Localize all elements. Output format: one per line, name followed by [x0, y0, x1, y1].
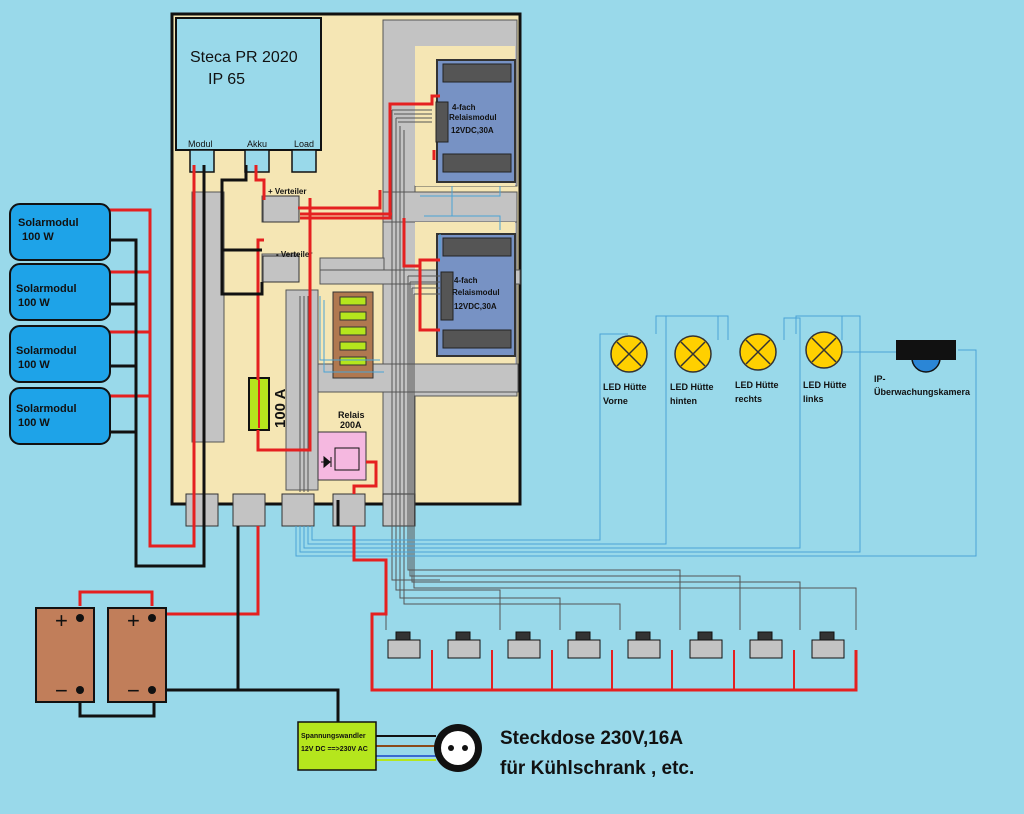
switch-1 [387, 631, 421, 659]
camera-icon [896, 340, 956, 373]
switch-4 [567, 631, 601, 659]
solar-module-2 [9, 263, 111, 321]
lamp-3-line2: rechts [735, 394, 762, 404]
lamp-3-line1: LED Hütte [735, 380, 779, 390]
battery-2-plus: + [127, 608, 140, 633]
solar-module-4-line2: 100 W [18, 417, 50, 429]
switch-3 [507, 631, 541, 659]
solar-module-3-line2: 100 W [18, 359, 50, 371]
wires-red-switch-feeds [431, 650, 795, 690]
solar-module-2-line1: Solarmodul [16, 283, 77, 295]
port-modul-label: Modul [188, 139, 213, 149]
switch-7 [749, 631, 783, 659]
battery-2 [107, 607, 167, 703]
controller-title: Steca PR 2020 [190, 49, 298, 66]
relay-module-2-line2: Relaismodul [452, 288, 500, 297]
wires-thin-gray [299, 109, 857, 630]
minus-distributor [262, 255, 300, 283]
minus-distributor-label: - Verteiler [276, 250, 312, 259]
relay200-coil [334, 447, 360, 471]
relay-module-1-line2: Relaismodul [449, 113, 497, 122]
solar-module-4-line1: Solarmodul [16, 403, 77, 415]
socket-icon [434, 724, 482, 772]
relay-module-1-line3: 12VDC,30A [451, 126, 494, 135]
socket-line1: Steckdose 230V,16A [500, 728, 683, 749]
port-akku-label: Akku [247, 139, 267, 149]
solar-module-1 [9, 203, 111, 261]
battery-1 [35, 607, 95, 703]
plus-distributor [262, 195, 300, 223]
ac-cable [376, 735, 436, 761]
lamp-icon-4 [805, 331, 843, 369]
solar-module-1-line2: 100 W [22, 231, 54, 243]
relay-module-1-line1: 4-fach [452, 103, 476, 112]
switches [387, 631, 845, 659]
lamp-1-line1: LED Hütte [603, 382, 647, 392]
battery-2-minus: − [127, 678, 140, 703]
solar-module-3 [9, 325, 111, 383]
inverter [297, 721, 377, 771]
fuse-block [332, 291, 374, 379]
relay200 [317, 431, 367, 481]
relay200-line1: Relais [338, 410, 365, 420]
relay-module-2-line1: 4-fach [454, 276, 478, 285]
solar-module-4 [9, 387, 111, 445]
solar-module-1-line1: Solarmodul [18, 217, 79, 229]
switch-6 [689, 631, 723, 659]
lamp-4-line2: links [803, 394, 824, 404]
relay-module-1 [435, 59, 516, 183]
wires-red [78, 94, 858, 692]
lamp-icon-1 [610, 335, 648, 373]
inverter-line1: Spannungswandler [301, 733, 366, 740]
relay-module-2-line3: 12VDC,30A [454, 302, 497, 311]
lamp-1-line2: Vorne [603, 396, 628, 406]
switch-5 [627, 631, 661, 659]
wires-blue [295, 186, 977, 557]
switch-8 [811, 631, 845, 659]
main-fuse-label: 100 A [272, 388, 289, 428]
lamp-icon-3 [739, 333, 777, 371]
relay-module-2 [436, 233, 516, 357]
switch-2 [447, 631, 481, 659]
controller-terminals [189, 149, 317, 173]
relay200-diode [321, 455, 332, 469]
charge-controller [175, 17, 322, 151]
camera-line1: IP- [874, 374, 886, 384]
socket-line2: für Kühlschrank , etc. [500, 758, 694, 779]
port-load-label: Load [294, 139, 314, 149]
battery-1-plus: + [55, 608, 68, 633]
lamp-2-line2: hinten [670, 396, 697, 406]
plus-distributor-label: + Verteiler [268, 187, 306, 196]
lamp-icon-2 [674, 335, 712, 373]
solar-module-2-line2: 100 W [18, 297, 50, 309]
relay200-line2: 200A [340, 420, 362, 430]
inverter-line2: 12V DC ==>230V AC [301, 746, 368, 753]
lamp-2-line1: LED Hütte [670, 382, 714, 392]
lamp-4-line1: LED Hütte [803, 380, 847, 390]
solar-module-3-line1: Solarmodul [16, 345, 77, 357]
battery-1-minus: − [55, 678, 68, 703]
camera-line2: Überwachungskamera [874, 387, 971, 397]
controller-subtitle: IP 65 [208, 71, 245, 88]
